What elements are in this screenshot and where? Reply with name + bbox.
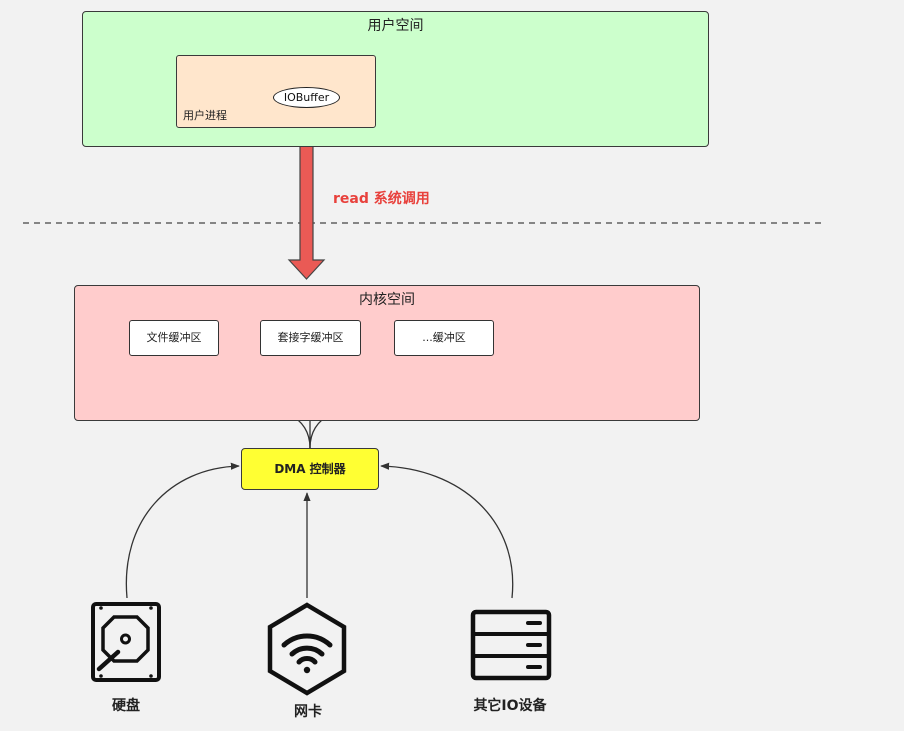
io-buffer-node: IOBuffer bbox=[273, 87, 340, 108]
disk-to-dma-arrow bbox=[125, 462, 240, 599]
kernel-space-title: 内核空间 bbox=[359, 292, 415, 308]
server-icon bbox=[470, 609, 552, 681]
hard-disk-label: 硬盘 bbox=[112, 698, 140, 714]
user-space-title: 用户空间 bbox=[367, 18, 424, 34]
user-process-label: 用户进程 bbox=[183, 109, 227, 122]
hard-disk-icon bbox=[91, 602, 161, 682]
network-card-label: 网卡 bbox=[294, 704, 322, 720]
socket-buffer-node: 套接字缓冲区 bbox=[260, 320, 361, 356]
user-process-box bbox=[176, 55, 376, 128]
other-io-device-label: 其它IO设备 bbox=[473, 698, 547, 714]
dma-controller-node: DMA 控制器 bbox=[241, 448, 379, 490]
other-device-to-dma-arrow bbox=[380, 462, 514, 599]
file-buffer-node: 文件缓冲区 bbox=[129, 320, 219, 356]
other-buffer-node: ...缓冲区 bbox=[394, 320, 494, 356]
network-card-icon bbox=[267, 602, 347, 696]
read-syscall-label: read 系统调用 bbox=[333, 191, 430, 207]
